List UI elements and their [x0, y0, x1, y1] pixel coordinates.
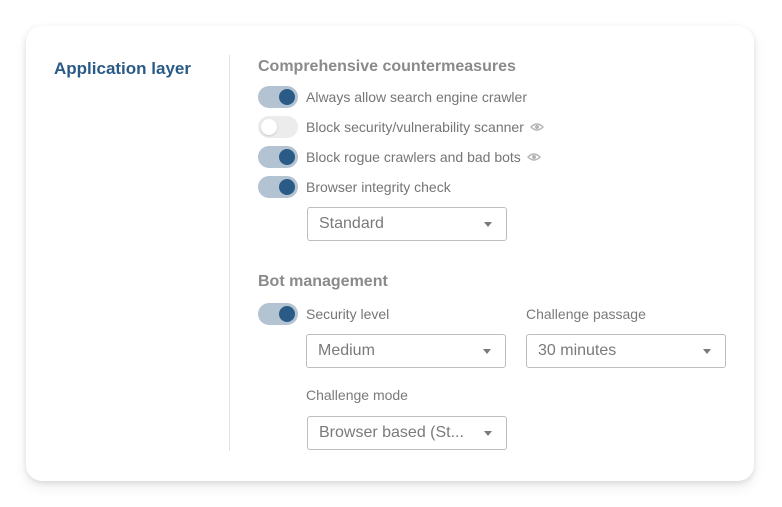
- label-search-engine-crawler: Always allow search engine crawler: [306, 89, 527, 105]
- integrity-level-select[interactable]: Standard: [307, 207, 507, 241]
- caret-down-icon: [484, 221, 492, 227]
- eye-icon[interactable]: [526, 152, 541, 162]
- toggle-knob: [279, 306, 295, 322]
- bot-management-heading: Bot management: [258, 273, 388, 290]
- label-browser-integrity: Browser integrity check: [306, 179, 451, 195]
- challenge-mode-select[interactable]: Browser based (St...: [307, 416, 507, 450]
- row-search-engine-crawler: Always allow search engine crawler: [258, 86, 527, 108]
- caret-down-icon: [703, 348, 711, 354]
- row-security-level: Security level: [258, 303, 389, 325]
- toggle-knob: [261, 119, 277, 135]
- row-vulnerability-scanner: Block security/vulnerability scanner: [258, 116, 544, 138]
- security-level-value: Medium: [318, 342, 375, 359]
- settings-card: [26, 26, 754, 481]
- vertical-divider: [229, 55, 230, 451]
- label-vulnerability-scanner: Block security/vulnerability scanner: [306, 119, 524, 135]
- label-challenge-mode: Challenge mode: [306, 387, 408, 403]
- eye-icon[interactable]: [529, 122, 544, 132]
- challenge-passage-value: 30 minutes: [538, 342, 617, 359]
- toggle-vulnerability-scanner[interactable]: [258, 116, 298, 138]
- toggle-security-level[interactable]: [258, 303, 298, 325]
- caret-down-icon: [483, 348, 491, 354]
- toggle-browser-integrity[interactable]: [258, 176, 298, 198]
- label-rogue-crawlers: Block rogue crawlers and bad bots: [306, 149, 521, 165]
- caret-down-icon: [484, 430, 492, 436]
- challenge-passage-select[interactable]: 30 minutes: [526, 334, 726, 368]
- section-title: Application layer: [54, 59, 191, 78]
- toggle-knob: [279, 149, 295, 165]
- challenge-mode-value: Browser based (St...: [319, 424, 464, 441]
- toggle-knob: [279, 179, 295, 195]
- toggle-rogue-crawlers[interactable]: [258, 146, 298, 168]
- integrity-level-value: Standard: [319, 215, 384, 232]
- label-challenge-passage: Challenge passage: [526, 306, 646, 322]
- toggle-knob: [279, 89, 295, 105]
- security-level-select[interactable]: Medium: [306, 334, 506, 368]
- row-rogue-crawlers: Block rogue crawlers and bad bots: [258, 146, 541, 168]
- countermeasures-heading: Comprehensive countermeasures: [258, 58, 516, 75]
- row-browser-integrity: Browser integrity check: [258, 176, 451, 198]
- toggle-search-engine-crawler[interactable]: [258, 86, 298, 108]
- label-security-level: Security level: [306, 306, 390, 322]
